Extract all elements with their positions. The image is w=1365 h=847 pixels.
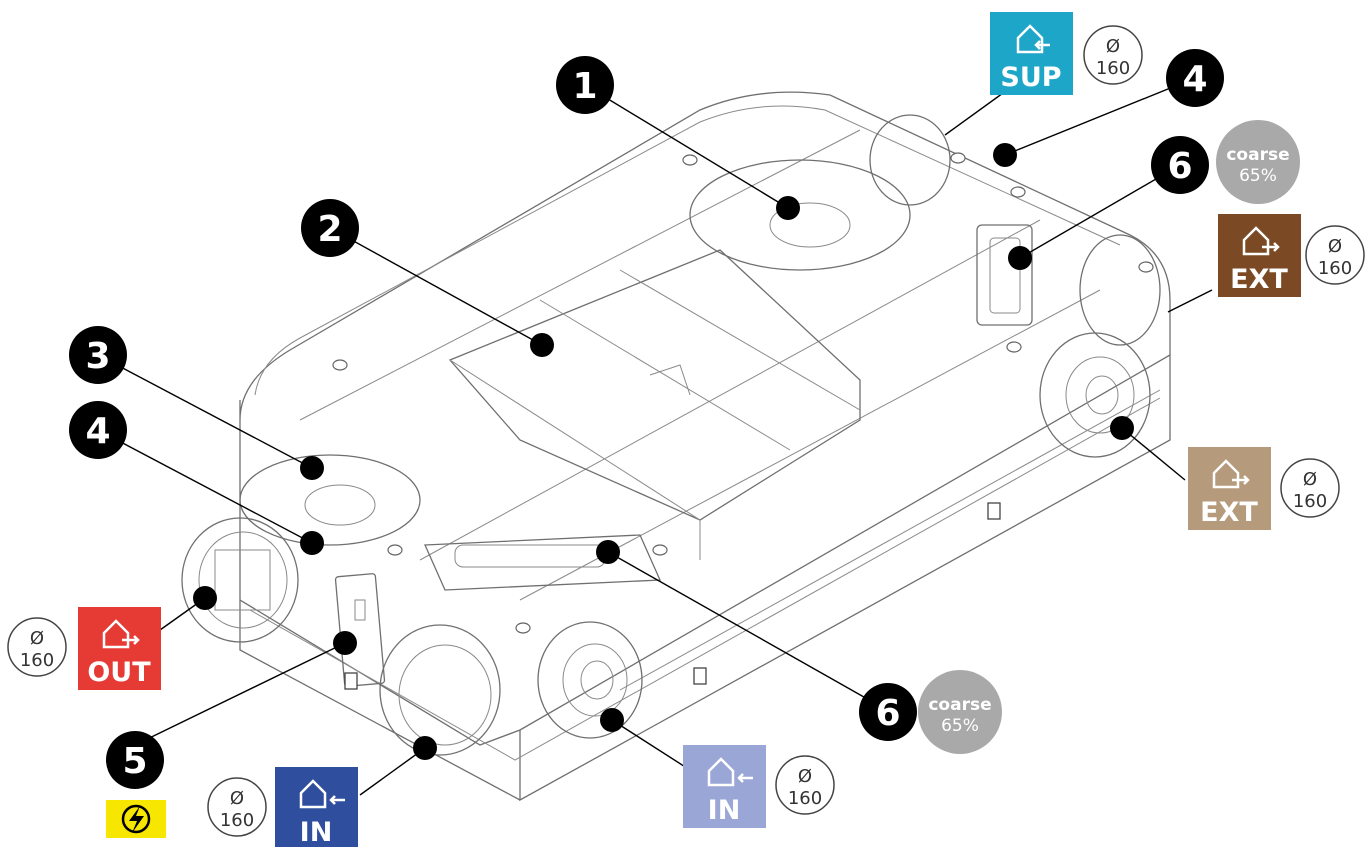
callout-4-right-label: 4: [1182, 59, 1207, 100]
diameter-symbol: Ø: [230, 788, 244, 809]
callout-4-left: 4: [69, 401, 127, 459]
diameter-badge-out: Ø 160: [7, 617, 67, 677]
duct-out: [181, 517, 299, 643]
diameter-symbol: Ø: [1328, 236, 1342, 257]
diameter-value: 160: [788, 788, 822, 809]
airflow-badge-ext-dark: EXT: [1218, 214, 1301, 297]
callout-6-top-label: 6: [1167, 146, 1192, 187]
duct-sup-back: [869, 114, 951, 206]
callout-2: 2: [301, 199, 359, 257]
diameter-symbol: Ø: [798, 766, 812, 787]
callout-5: 5: [106, 731, 164, 789]
screws: [332, 152, 1154, 634]
airflow-badge-in-dark: IN: [275, 767, 358, 847]
callout-1: 1: [556, 56, 614, 114]
callout-3-label: 3: [85, 336, 110, 377]
filter-bottom-line1: coarse: [928, 695, 991, 715]
diameter-value: 160: [220, 810, 254, 831]
duct-ext-back: [1079, 234, 1161, 346]
callout-4-left-label: 4: [85, 411, 110, 452]
house-arrow-in-icon: [707, 757, 753, 787]
airflow-badge-sup: SUP: [990, 12, 1073, 95]
callout-4-right: 4: [1166, 49, 1224, 107]
diameter-badge-ext-light: Ø 160: [1280, 458, 1340, 518]
sup-label: SUP: [1000, 62, 1061, 93]
ext-dark-label: EXT: [1230, 264, 1288, 295]
airflow-badge-ext-light: EXT: [1188, 447, 1271, 530]
callout-1-label: 1: [572, 66, 597, 107]
filter-top-line1: coarse: [1226, 145, 1289, 165]
duct-ext-front: [1039, 332, 1151, 458]
house-arrow-out-icon: [1242, 226, 1280, 256]
diameter-badge-ext-dark: Ø 160: [1305, 225, 1365, 285]
ext-light-label: EXT: [1200, 497, 1258, 528]
house-arrow-out-icon: [102, 619, 140, 649]
diameter-symbol: Ø: [30, 628, 44, 649]
duct-in-front: [379, 624, 501, 756]
duct-in-side: [537, 621, 643, 739]
filter-bottom-line2: 65%: [941, 716, 979, 736]
diameter-value: 160: [1096, 58, 1130, 79]
leader-lines: [97, 77, 1213, 796]
house-arrow-out-icon: [1212, 459, 1250, 489]
diameter-symbol: Ø: [1106, 36, 1120, 57]
lightning-bolt-icon: [106, 800, 166, 838]
filter-badge-top: coarse 65%: [1216, 120, 1300, 204]
diameter-badge-sup: Ø 160: [1083, 25, 1143, 85]
airflow-badge-out: OUT: [78, 607, 161, 690]
diameter-value: 160: [1293, 491, 1327, 512]
callout-2-label: 2: [317, 209, 342, 250]
in-light-label: IN: [708, 795, 741, 826]
filter-top-line2: 65%: [1239, 166, 1277, 186]
mount-holes: [344, 502, 1001, 690]
in-dark-label: IN: [300, 817, 333, 847]
diameter-symbol: Ø: [1303, 469, 1317, 490]
diameter-value: 160: [20, 650, 54, 671]
unit-housing-drawing: [181, 91, 1171, 802]
diameter-badge-in-dark: Ø 160: [207, 777, 267, 837]
house-arrow-in-icon: [1016, 24, 1050, 54]
diameter-badge-in-light: Ø 160: [775, 755, 835, 815]
filter-badge-bottom: coarse 65%: [918, 670, 1002, 754]
callout-6-bottom-label: 6: [875, 693, 900, 734]
diameter-value: 160: [1318, 258, 1352, 279]
airflow-badge-in-light: IN: [683, 745, 766, 828]
house-arrow-in-icon: [299, 779, 345, 809]
callout-3: 3: [69, 326, 127, 384]
callout-6-top: 6: [1151, 136, 1209, 194]
callout-5-label: 5: [122, 741, 147, 782]
callout-6-bottom: 6: [859, 683, 917, 741]
out-label: OUT: [87, 657, 151, 688]
